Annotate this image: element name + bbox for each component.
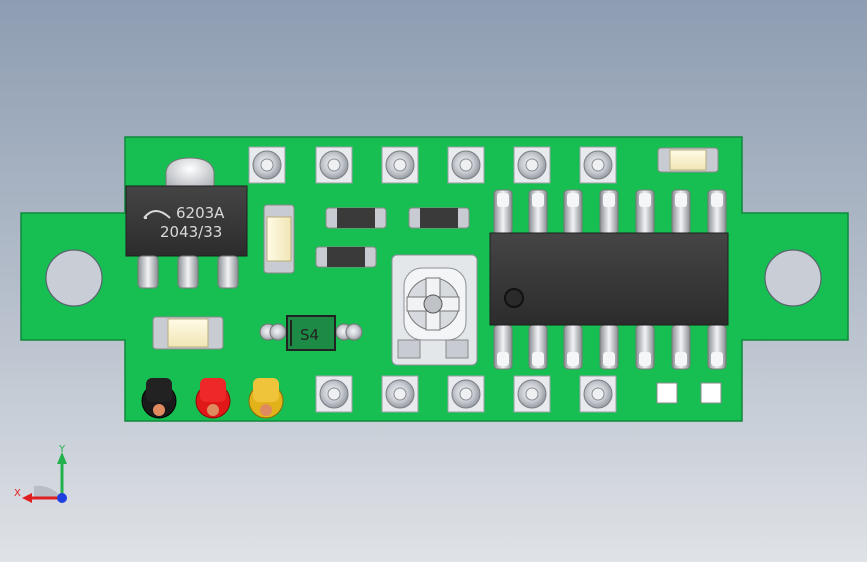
top-pad-row: [248, 146, 617, 184]
regulator-logo-icon: [143, 210, 171, 219]
ic-pin: [707, 189, 727, 235]
through-hole-pad: [579, 375, 617, 413]
axis-x-label: X: [14, 488, 21, 499]
ic-pin: [599, 189, 619, 235]
trimmer-potentiometer: [391, 254, 478, 366]
ic-pin: [563, 189, 583, 235]
voltage-regulator: 6203A 2043/33: [125, 157, 248, 289]
diode-marking: S4: [300, 326, 319, 344]
smd-led-top-right: [657, 147, 719, 173]
capacitor-vertical: [263, 204, 295, 274]
through-hole-pad: [447, 146, 485, 184]
resistor-r2: [408, 207, 470, 229]
through-hole-pad: [513, 146, 551, 184]
ic-pin: [528, 189, 548, 235]
resistor-r3: [315, 246, 377, 268]
through-hole-pad: [579, 146, 617, 184]
wire-terminal-yellow: [248, 378, 284, 419]
axis-y-label: Y: [58, 444, 66, 455]
regulator-pins: [137, 255, 239, 289]
through-hole-pad: [513, 375, 551, 413]
capacitor-horizontal: [152, 316, 224, 350]
mounting-hole-right: [764, 249, 822, 307]
ic-soic14: [489, 189, 729, 370]
mounting-hole-left: [45, 249, 103, 307]
through-hole-pad: [381, 146, 419, 184]
ic-pin: [493, 324, 513, 370]
through-hole-pad: [447, 375, 485, 413]
through-hole-pad: [315, 146, 353, 184]
ic-pin: [563, 324, 583, 370]
bottom-pad-row: [315, 375, 617, 413]
ic-pin: [671, 324, 691, 370]
through-hole-pad: [381, 375, 419, 413]
ic-pin: [599, 324, 619, 370]
diode-s4: S4: [259, 315, 363, 351]
ic-pin: [635, 189, 655, 235]
axis-triad: Y X: [14, 444, 67, 503]
axis-z-origin-icon: [57, 493, 67, 503]
ic-pin: [671, 189, 691, 235]
ic-pin1-marker-icon: [504, 288, 524, 308]
ic-pin: [635, 324, 655, 370]
ic-pin: [493, 189, 513, 235]
through-hole-pad: [248, 146, 286, 184]
trimmer-knob-icon: [423, 294, 443, 314]
ic-pin: [707, 324, 727, 370]
ic-pin: [528, 324, 548, 370]
through-hole-pad: [315, 375, 353, 413]
wire-terminal-black: [141, 378, 177, 419]
resistor-r1: [325, 207, 387, 229]
square-pads: [656, 382, 722, 404]
wire-terminal-red: [195, 378, 231, 419]
regulator-marking-line2: 2043/33: [160, 223, 222, 241]
regulator-marking-line1: 6203A: [176, 204, 225, 222]
